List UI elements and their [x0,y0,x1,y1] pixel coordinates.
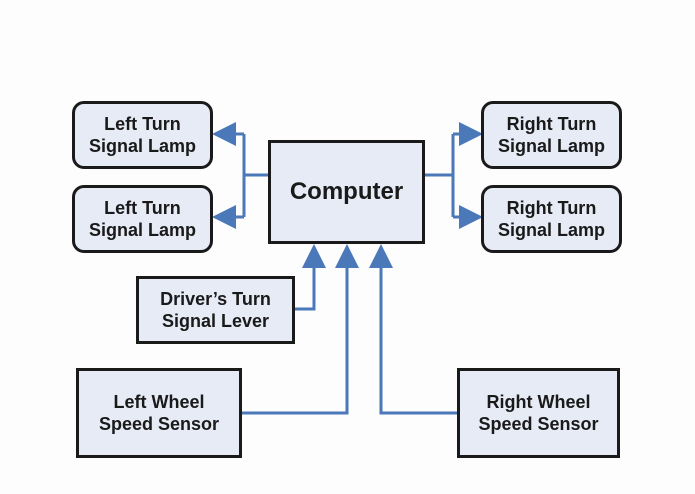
right-lamp-top-label: Right Turn Signal Lamp [497,113,605,157]
left-wheel-sensor-label: Left Wheel Speed Sensor [98,391,220,435]
right-lamp-top-box: Right Turn Signal Lamp [481,101,622,169]
arrow-lever-to-computer [295,244,326,311]
right-lamp-bottom-box: Right Turn Signal Lamp [481,185,622,253]
computer-box: Computer [268,140,425,244]
arrow-left-wheel-to-computer [240,244,359,415]
left-lamp-top-label: Left Turn Signal Lamp [88,113,196,157]
right-wheel-sensor-box: Right Wheel Speed Sensor [457,368,620,458]
computer-label: Computer [289,178,404,205]
left-lamp-bottom-label: Left Turn Signal Lamp [88,197,196,241]
right-lamp-bottom-label: Right Turn Signal Lamp [497,197,605,241]
left-lamp-bottom-box: Left Turn Signal Lamp [72,185,213,253]
arrow-right-wheel-to-computer [369,244,459,415]
turn-lever-box: Driver’s Turn Signal Lever [136,276,295,344]
left-lamp-top-box: Left Turn Signal Lamp [72,101,213,169]
left-wheel-sensor-box: Left Wheel Speed Sensor [76,368,242,458]
turn-lever-label: Driver’s Turn Signal Lever [160,288,271,332]
right-wheel-sensor-label: Right Wheel Speed Sensor [478,391,599,435]
